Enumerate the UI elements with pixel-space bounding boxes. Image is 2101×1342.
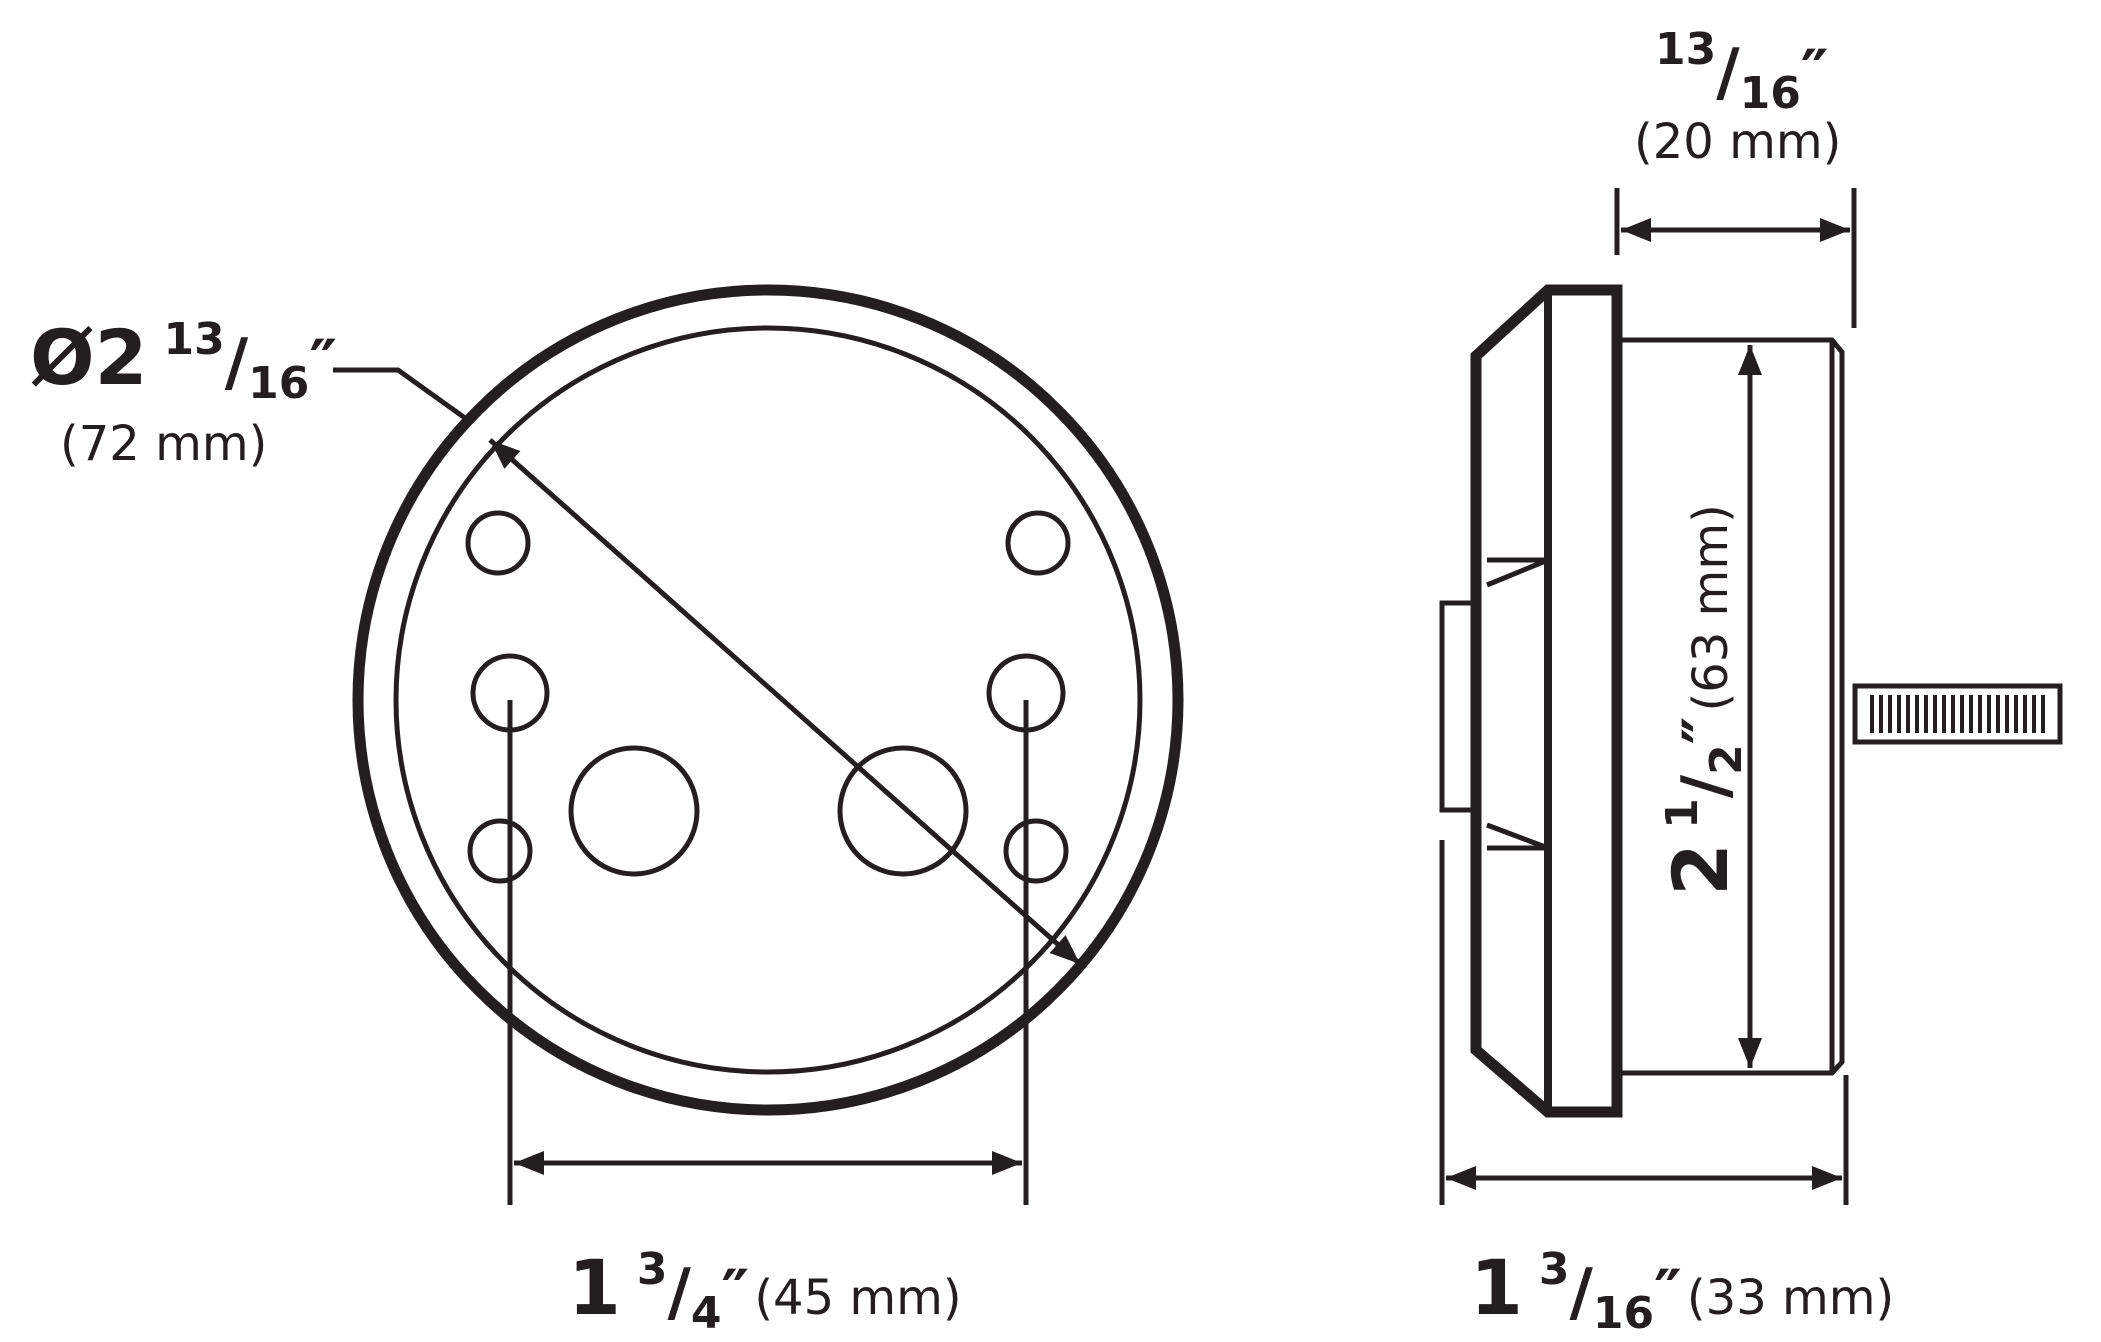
hole-spacing-numerator: 3 — [636, 1244, 668, 1295]
hole-spacing-denominator: 4 — [690, 1288, 722, 1339]
height-label: 21/2″ (63 mm) — [1656, 504, 1752, 896]
fraction-slash: / — [667, 1256, 691, 1330]
inch-mark: ″ — [1800, 36, 1829, 109]
body-depth-numerator: 13 — [1655, 24, 1717, 75]
upper-groove — [1486, 557, 1549, 588]
fraction-slash: / — [1669, 774, 1743, 799]
mounting-hole-top-right — [1005, 510, 1071, 576]
diameter-dimension-line — [488, 438, 1082, 966]
body-depth-label: 13/16″ — [1655, 28, 1829, 116]
hole-spacing-metric: (45 mm) — [754, 1270, 962, 1326]
lower-groove — [1486, 822, 1549, 851]
hole-spacing-whole: 1 — [568, 1243, 621, 1332]
outer-rim — [352, 284, 1184, 1116]
diameter-denominator: 16 — [248, 358, 310, 409]
overall-depth-whole: 1 — [1470, 1243, 1523, 1332]
diameter-numerator: 13 — [163, 314, 225, 365]
stud-threads — [1870, 695, 2045, 733]
height-metric: (63 mm) — [1683, 504, 1739, 712]
height-whole: 2 — [1656, 842, 1745, 896]
height-denominator: 2 — [1701, 744, 1752, 775]
threaded-stud — [1852, 683, 2063, 745]
side-view — [1439, 188, 2063, 1205]
overall-depth-metric: (33 mm) — [1686, 1270, 1895, 1326]
inner-ring — [393, 325, 1143, 1075]
body-depth-denominator: 16 — [1739, 68, 1801, 119]
diameter-leader — [333, 367, 467, 421]
overall-depth-numerator: 3 — [1538, 1244, 1570, 1295]
inch-mark: ″ — [309, 326, 338, 399]
diameter-whole: Ø2 — [30, 313, 148, 402]
mounting-hole-bottom-left — [467, 818, 533, 884]
inch-mark: ″ — [1654, 1256, 1682, 1329]
fraction-slash: / — [1716, 36, 1740, 110]
fraction-slash: / — [1569, 1256, 1593, 1330]
front-view — [333, 284, 1184, 1205]
wire-hole-left — [568, 745, 700, 877]
height-numerator: 1 — [1657, 798, 1708, 829]
mounting-hole-bottom-right — [1003, 818, 1069, 884]
body-depth-metric: (20 mm) — [1634, 114, 1842, 170]
mounting-hole-top-left — [465, 510, 531, 576]
overall-depth-denominator: 16 — [1592, 1288, 1655, 1339]
rear-tab — [1439, 600, 1476, 813]
fraction-slash: / — [224, 326, 249, 400]
diameter-metric: (72 mm) — [60, 416, 268, 472]
inch-mark: ″ — [1669, 716, 1742, 745]
inch-mark: ″ — [721, 1256, 750, 1329]
